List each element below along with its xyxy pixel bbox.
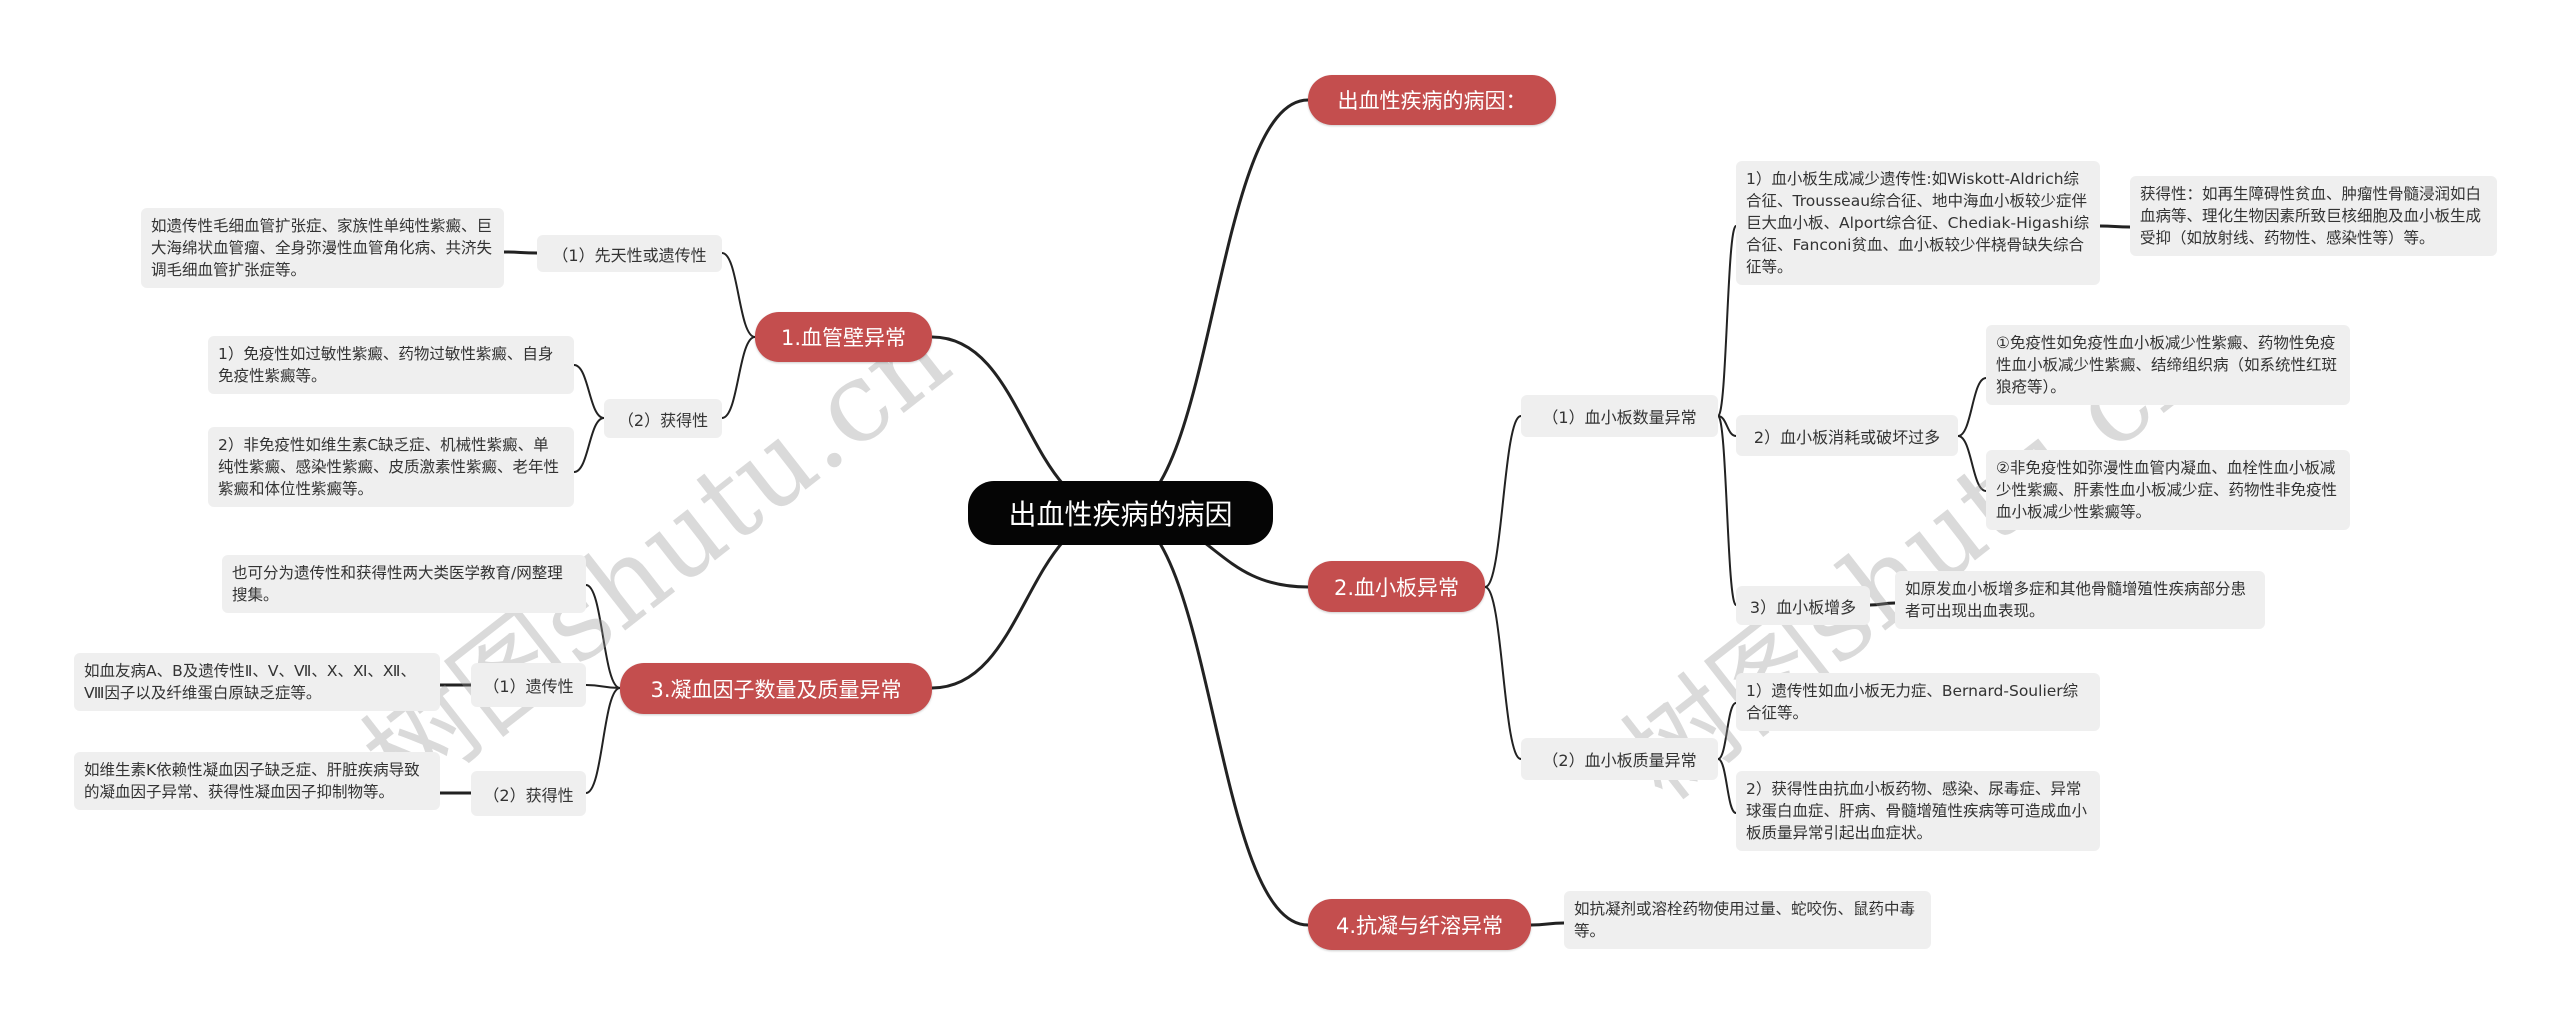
connector-line (573, 364, 605, 419)
connector-line (2099, 224, 2131, 229)
node-congenital[interactable]: （1）先天性或遗传性 (537, 235, 722, 272)
node-acquired[interactable]: （2）获得性 (604, 399, 722, 438)
connector-line (1484, 586, 1522, 760)
leaf-reduced-production[interactable]: 1）血小板生成减少遗传性:如Wiskott-Aldrich综合征、Trousse… (1736, 161, 2100, 285)
leaf-immune-platelet[interactable]: ①免疫性如免疫性血小板减少性紫癜、药物性免疫性血小板减少性紫癜、结缔组织病（如系… (1986, 325, 2350, 405)
leaf-hereditary-detail[interactable]: 如血友病A、B及遗传性Ⅱ、Ⅴ、Ⅶ、Ⅹ、Ⅺ、Ⅻ、Ⅷ因子以及纤维蛋白原缺乏症等。 (74, 653, 440, 711)
leaf-hereditary-quality[interactable]: 1）遗传性如血小板无力症、Bernard-Soulier综合征等。 (1736, 673, 2100, 731)
connector-line (585, 584, 621, 689)
root-node[interactable]: 出血性疾病的病因 (968, 481, 1273, 545)
connector-line (1717, 702, 1737, 760)
connector-line (573, 417, 605, 473)
node-consumption[interactable]: 2）血小板消耗或破坏过多 (1736, 415, 1958, 456)
node-hereditary[interactable]: （1）遗传性 (471, 663, 586, 707)
connector-line (585, 687, 621, 794)
connector-line (1119, 98, 1309, 515)
leaf-note[interactable]: 也可分为遗传性和获得性两大类医学教育/网整理搜集。 (222, 555, 586, 613)
leaf-non-immune[interactable]: 2）非免疫性如维生素C缺乏症、机械性紫癜、单纯性紫癜、感染性紫癜、皮质激素性紫癜… (208, 427, 574, 507)
node-platelet-quality[interactable]: （2）血小板质量异常 (1521, 738, 1718, 780)
node-thrombocytosis[interactable]: 3）血小板增多 (1736, 586, 1870, 625)
branch-title-node[interactable]: 出血性疾病的病因： (1308, 75, 1556, 125)
leaf-acquired-quality[interactable]: 2）获得性由抗血小板药物、感染、尿毒症、异常球蛋白血症、肝病、骨髓增殖性疾病等可… (1736, 771, 2100, 851)
branch-vascular-wall[interactable]: 1.血管壁异常 (755, 312, 932, 362)
branch-platelet[interactable]: 2.血小板异常 (1308, 561, 1485, 612)
connector-line (1717, 415, 1737, 437)
leaf-immune[interactable]: 1）免疫性如过敏性紫癜、药物过敏性紫癜、自身免疫性紫癜等。 (208, 336, 574, 394)
connector-line (721, 252, 756, 338)
leaf-congenital-detail[interactable]: 如遗传性毛细血管扩张症、家族性单纯性紫癜、巨大海绵状血管瘤、全身弥漫性血管角化病… (141, 208, 504, 288)
connector-line (1717, 225, 1737, 417)
connector-line (1717, 758, 1737, 814)
connector-line (1957, 377, 1987, 437)
connector-line (1869, 601, 1896, 607)
leaf-anticoagulation-detail[interactable]: 如抗凝剂或溶栓药物使用过量、蛇咬伤、鼠药中毒等。 (1564, 891, 1931, 949)
node-acquired-coag[interactable]: （2）获得性 (471, 771, 586, 816)
leaf-acquired-production[interactable]: 获得性：如再生障碍性贫血、肿瘤性骨髓浸润如白血病等、理化生物因素所致巨核细胞及血… (2130, 176, 2497, 256)
branch-anticoagulation[interactable]: 4.抗凝与纤溶异常 (1308, 899, 1531, 950)
connector-line (1484, 415, 1522, 588)
node-platelet-count[interactable]: （1）血小板数量异常 (1521, 395, 1718, 437)
leaf-acquired-coag-detail[interactable]: 如维生素K依赖性凝血因子缺乏症、肝脏疾病导致的凝血因子异常、获得性凝血因子抑制物… (74, 752, 440, 810)
connector-line (503, 250, 538, 255)
connector-line (1119, 511, 1309, 927)
connector-line (1957, 435, 1987, 492)
connector-line (585, 684, 621, 689)
connector-line (721, 336, 756, 419)
leaf-non-immune-platelet[interactable]: ②非免疫性如弥漫性血管内凝血、血栓性血小板减少性紫癜、肝素性血小板减少症、药物性… (1986, 450, 2350, 530)
connector-line (1717, 415, 1737, 606)
connector-line (1530, 921, 1565, 927)
branch-coagulation-factor[interactable]: 3.凝血因子数量及质量异常 (620, 663, 932, 714)
leaf-thrombocytosis-detail[interactable]: 如原发血小板增多症和其他骨髓增殖性疾病部分患者可出现出血表现。 (1895, 571, 2265, 629)
